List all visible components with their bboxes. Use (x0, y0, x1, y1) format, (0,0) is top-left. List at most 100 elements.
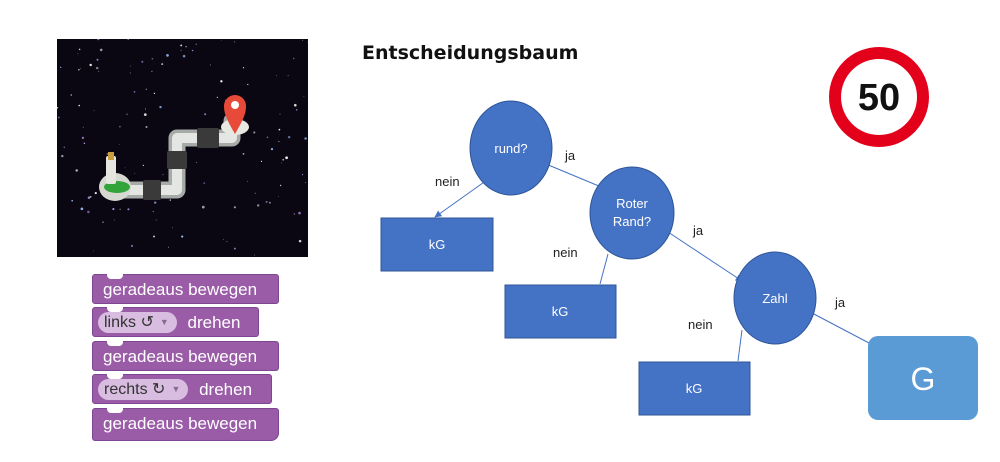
star (298, 211, 301, 215)
node-rund: rund? (469, 100, 553, 196)
leaf-g-label: G (911, 361, 936, 397)
star (195, 43, 197, 45)
move-forward-block[interactable]: geradeaus bewegen (92, 274, 279, 304)
leaf-kg-1: kG (380, 217, 494, 272)
star (159, 105, 162, 109)
star (279, 184, 282, 187)
edge-label-nein-1: nein (435, 174, 460, 189)
star (114, 219, 116, 221)
star (80, 207, 84, 211)
star (89, 195, 92, 198)
star (305, 182, 307, 184)
star (87, 196, 91, 200)
diagram-title: Entscheidungsbaum (362, 42, 579, 64)
robot-rover-icon (99, 152, 131, 201)
star (133, 91, 136, 93)
star (266, 136, 269, 139)
star (130, 65, 131, 67)
star (83, 142, 86, 144)
star (233, 206, 237, 209)
star (155, 219, 157, 221)
star (302, 39, 304, 41)
star (257, 204, 260, 207)
star (287, 135, 291, 139)
star (142, 164, 145, 167)
star (220, 80, 223, 83)
block-label: geradeaus bewegen (103, 347, 258, 366)
direction-dropdown[interactable]: rechts ↻▼ (98, 379, 189, 400)
star (191, 49, 194, 52)
node-rund-label: rund? (494, 141, 527, 156)
star (304, 137, 307, 140)
star (293, 57, 295, 60)
direction-dropdown[interactable]: links ↺▼ (98, 312, 177, 333)
move-forward-block[interactable]: geradeaus bewegen (92, 341, 279, 371)
star (295, 109, 298, 111)
node-roter-label-2: Rand? (613, 214, 651, 229)
star (302, 174, 304, 176)
star (126, 113, 128, 115)
speed-limit-sign-icon: 50 (829, 47, 929, 147)
star (129, 72, 131, 74)
star (293, 213, 296, 215)
star (270, 147, 274, 151)
star (294, 103, 297, 107)
star (152, 210, 154, 212)
location-pin-icon (221, 95, 249, 135)
star (166, 54, 169, 57)
star (278, 128, 281, 131)
star (242, 153, 245, 155)
star (60, 66, 62, 68)
star (260, 160, 263, 163)
star (93, 110, 95, 112)
block-notch (107, 374, 123, 379)
star (78, 104, 80, 107)
edge-zahl-yes (811, 312, 870, 344)
star (145, 125, 148, 129)
star (254, 192, 256, 194)
edge-rund-yes (545, 163, 607, 190)
star (161, 63, 164, 66)
star (180, 49, 182, 51)
star (145, 88, 147, 90)
star (112, 208, 115, 211)
star (81, 136, 85, 140)
edge-label-ja-2: ja (692, 223, 704, 238)
star (57, 107, 59, 109)
star (78, 69, 80, 71)
leaf-kg-3: kG (638, 361, 751, 416)
star (63, 146, 66, 149)
star (89, 63, 92, 67)
block-notch (107, 307, 123, 312)
turn-left-block[interactable]: links ↺▼ drehen (92, 307, 259, 337)
star (282, 158, 285, 161)
star (203, 182, 206, 184)
star (180, 44, 183, 47)
star (153, 92, 156, 95)
star (71, 199, 73, 202)
move-forward-block[interactable]: geradeaus bewegen (92, 408, 279, 441)
star (182, 54, 186, 58)
star (172, 227, 174, 229)
star (307, 41, 308, 43)
speed-limit-value: 50 (858, 77, 900, 119)
star (279, 113, 281, 115)
star (204, 113, 207, 116)
star (185, 45, 187, 48)
star (287, 75, 289, 77)
star (119, 125, 121, 128)
star (151, 70, 153, 73)
star (99, 48, 103, 52)
star (201, 205, 205, 209)
star (98, 70, 100, 72)
star-field (57, 39, 308, 256)
edge-label-ja-3: ja (834, 295, 846, 310)
block-label: drehen (199, 380, 253, 399)
star (57, 116, 60, 119)
star (118, 143, 120, 145)
star (96, 58, 99, 61)
star (233, 41, 236, 43)
turn-right-block[interactable]: rechts ↻▼ drehen (92, 374, 272, 404)
star (77, 53, 79, 55)
star (78, 48, 81, 51)
